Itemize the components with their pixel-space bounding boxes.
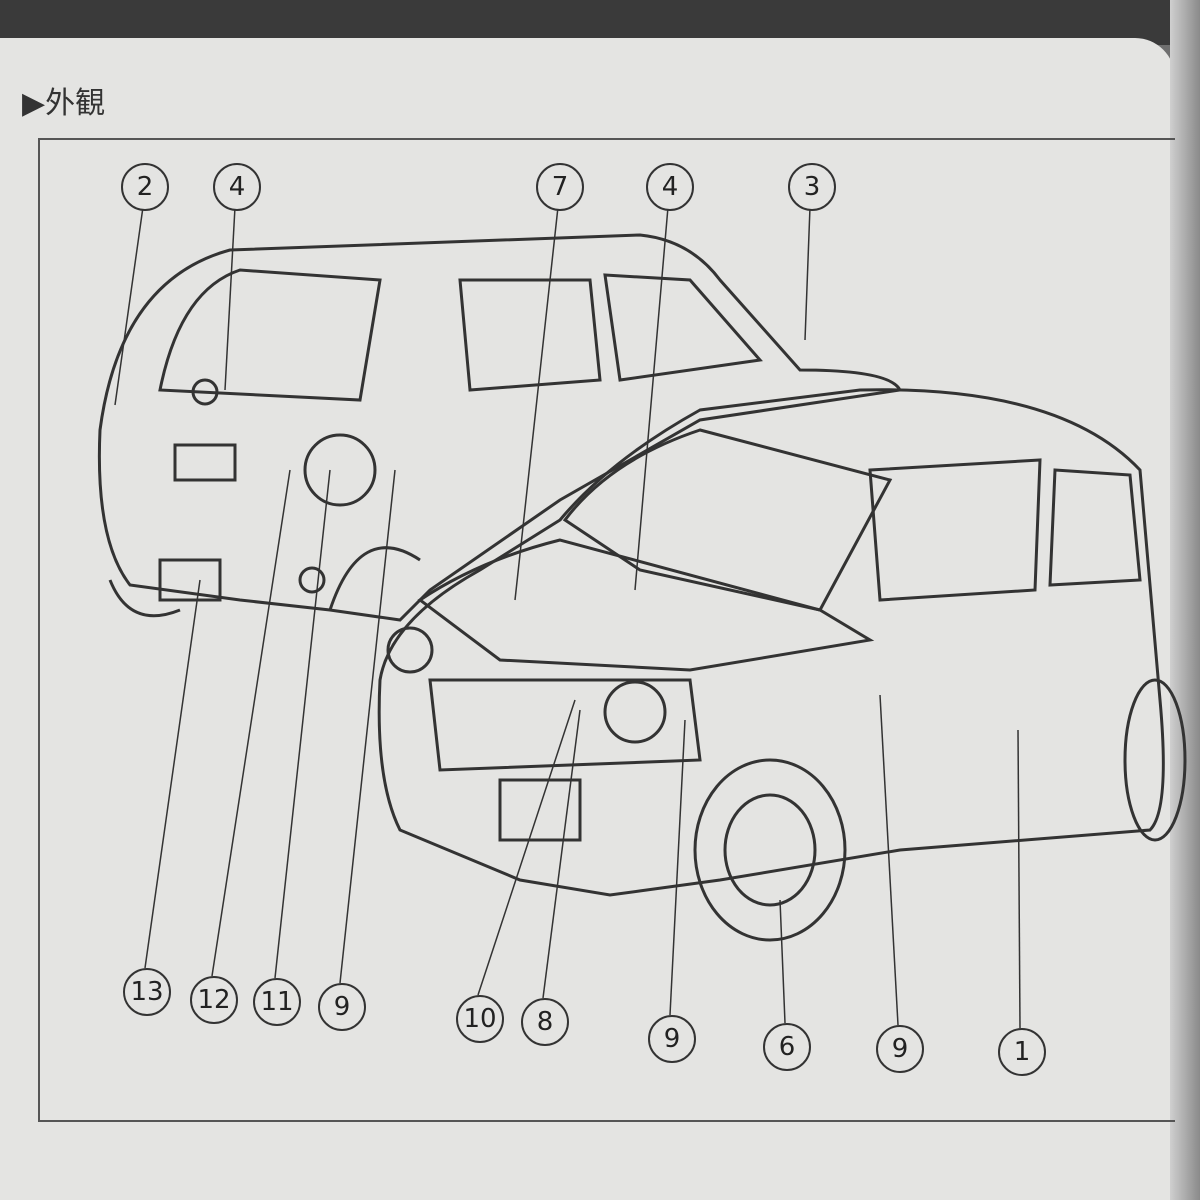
callout-13: 13 — [123, 968, 171, 1016]
page-edge — [1170, 0, 1200, 1200]
callout-9: 9 — [648, 1015, 696, 1063]
callout-6: 6 — [763, 1023, 811, 1071]
leader-lines — [114, 206, 1021, 1029]
callout-4: 4 — [213, 163, 261, 211]
callout-9: 9 — [318, 983, 366, 1031]
callout-2: 2 — [121, 163, 169, 211]
section-heading: ▶外観 — [22, 86, 106, 121]
callout-11: 11 — [253, 978, 301, 1026]
callout-4: 4 — [646, 163, 694, 211]
callout-12: 12 — [190, 976, 238, 1024]
callout-10: 10 — [456, 995, 504, 1043]
callout-8: 8 — [521, 998, 569, 1046]
callout-1: 1 — [998, 1028, 1046, 1076]
callout-7: 7 — [536, 163, 584, 211]
illustration-frame — [38, 138, 1175, 1122]
callout-9: 9 — [876, 1025, 924, 1073]
header-band — [0, 0, 1200, 45]
callout-3: 3 — [788, 163, 836, 211]
rear-car-drawing — [97, 233, 903, 622]
front-car-drawing — [377, 388, 1187, 942]
